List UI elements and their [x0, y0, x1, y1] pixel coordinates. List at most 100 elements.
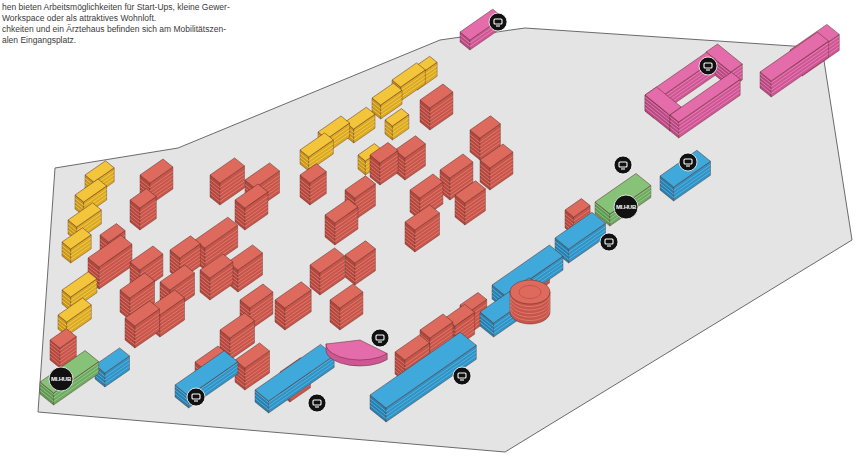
building-roof [410, 174, 443, 198]
round-tower [510, 280, 550, 324]
function-icon [308, 394, 326, 412]
description-text: hen bieten Arbeitsmöglichkeiten für Star… [2, 2, 230, 12]
building-block [235, 343, 270, 390]
buildings [40, 9, 839, 422]
building-block [58, 298, 91, 336]
building-roof [245, 163, 280, 188]
building-roof [565, 199, 590, 217]
building-block [760, 32, 829, 97]
building-roof [310, 248, 345, 273]
building-roof [395, 136, 425, 158]
function-icon [49, 367, 73, 391]
floor-line [385, 122, 409, 133]
building-block [660, 150, 711, 201]
building-roof [405, 205, 440, 230]
building-block [228, 245, 263, 292]
building-roof [555, 212, 606, 249]
building-roof [120, 273, 155, 298]
function-icon [614, 156, 632, 174]
building-block [370, 332, 476, 422]
building-block [130, 189, 156, 230]
function-icon [489, 13, 507, 31]
function-icon [453, 367, 471, 385]
building-block [125, 301, 160, 348]
building-block [310, 248, 345, 295]
building-roof [210, 158, 245, 183]
building-roof [275, 282, 311, 308]
building-block [555, 212, 606, 263]
building-block [405, 205, 440, 252]
hub-label: MI.HUB [51, 376, 71, 382]
building-roof [370, 143, 398, 164]
building-block [300, 164, 326, 205]
building-block [370, 143, 398, 186]
building-block [175, 351, 238, 408]
building-roof [595, 174, 651, 215]
building-roof [372, 83, 402, 105]
building-roof [68, 203, 101, 227]
building-block [455, 181, 485, 225]
building-roof [125, 301, 160, 326]
building-roof [130, 246, 163, 270]
building-block [330, 284, 363, 330]
building-block [200, 254, 233, 300]
description-text: Workspace oder als attraktives Wohnloft. [2, 13, 156, 23]
icons [49, 13, 717, 412]
function-icon [371, 329, 389, 347]
building-roof [200, 254, 233, 278]
building-roof [420, 314, 453, 338]
building-roof [85, 161, 114, 182]
building-roof [300, 133, 333, 157]
building-roof [660, 150, 711, 187]
description-text: chkeiten und ein Ärztehaus befinden sich… [2, 24, 226, 34]
building-roof [95, 348, 130, 373]
building-block [385, 109, 409, 140]
building-roof [195, 217, 238, 248]
building-roof [140, 159, 173, 183]
building-roof [170, 236, 200, 258]
building-roof [220, 313, 255, 338]
building-roof [395, 335, 430, 360]
building-block [235, 184, 268, 230]
building-block [255, 344, 334, 413]
building-roof [345, 241, 375, 263]
building-roof [455, 181, 485, 203]
building-roof [235, 343, 270, 368]
building-block [345, 241, 375, 285]
building-block [325, 199, 358, 245]
building-roof [58, 298, 91, 322]
building-roof [392, 63, 425, 87]
hub-label: MI.HUB [616, 204, 636, 210]
building-roof [670, 72, 740, 122]
building-block [480, 144, 513, 190]
function-icon [187, 388, 205, 406]
building-roof [345, 176, 375, 198]
building-roof [75, 179, 107, 202]
building-block [395, 136, 425, 180]
description-text: alen Eingangsplatz. [2, 35, 76, 45]
building-roof [160, 265, 195, 290]
function-icon [614, 195, 638, 219]
building-roof [470, 116, 500, 138]
building-roof [50, 329, 76, 348]
building-block [95, 348, 130, 387]
building-roof [62, 228, 91, 249]
building-roof [325, 199, 358, 223]
building-block [420, 84, 453, 130]
building-roof [385, 109, 409, 126]
building-roof [228, 245, 263, 270]
building-roof [130, 189, 156, 208]
building-block [595, 174, 651, 227]
building-roof [255, 344, 334, 401]
building-roof [235, 184, 268, 208]
building-block [40, 351, 99, 405]
building-roof [760, 32, 829, 81]
building-roof [440, 154, 473, 178]
building-block [62, 228, 91, 263]
building-roof [40, 351, 99, 393]
function-icon [679, 153, 697, 171]
function-icon [600, 233, 618, 251]
building-roof [300, 164, 326, 183]
